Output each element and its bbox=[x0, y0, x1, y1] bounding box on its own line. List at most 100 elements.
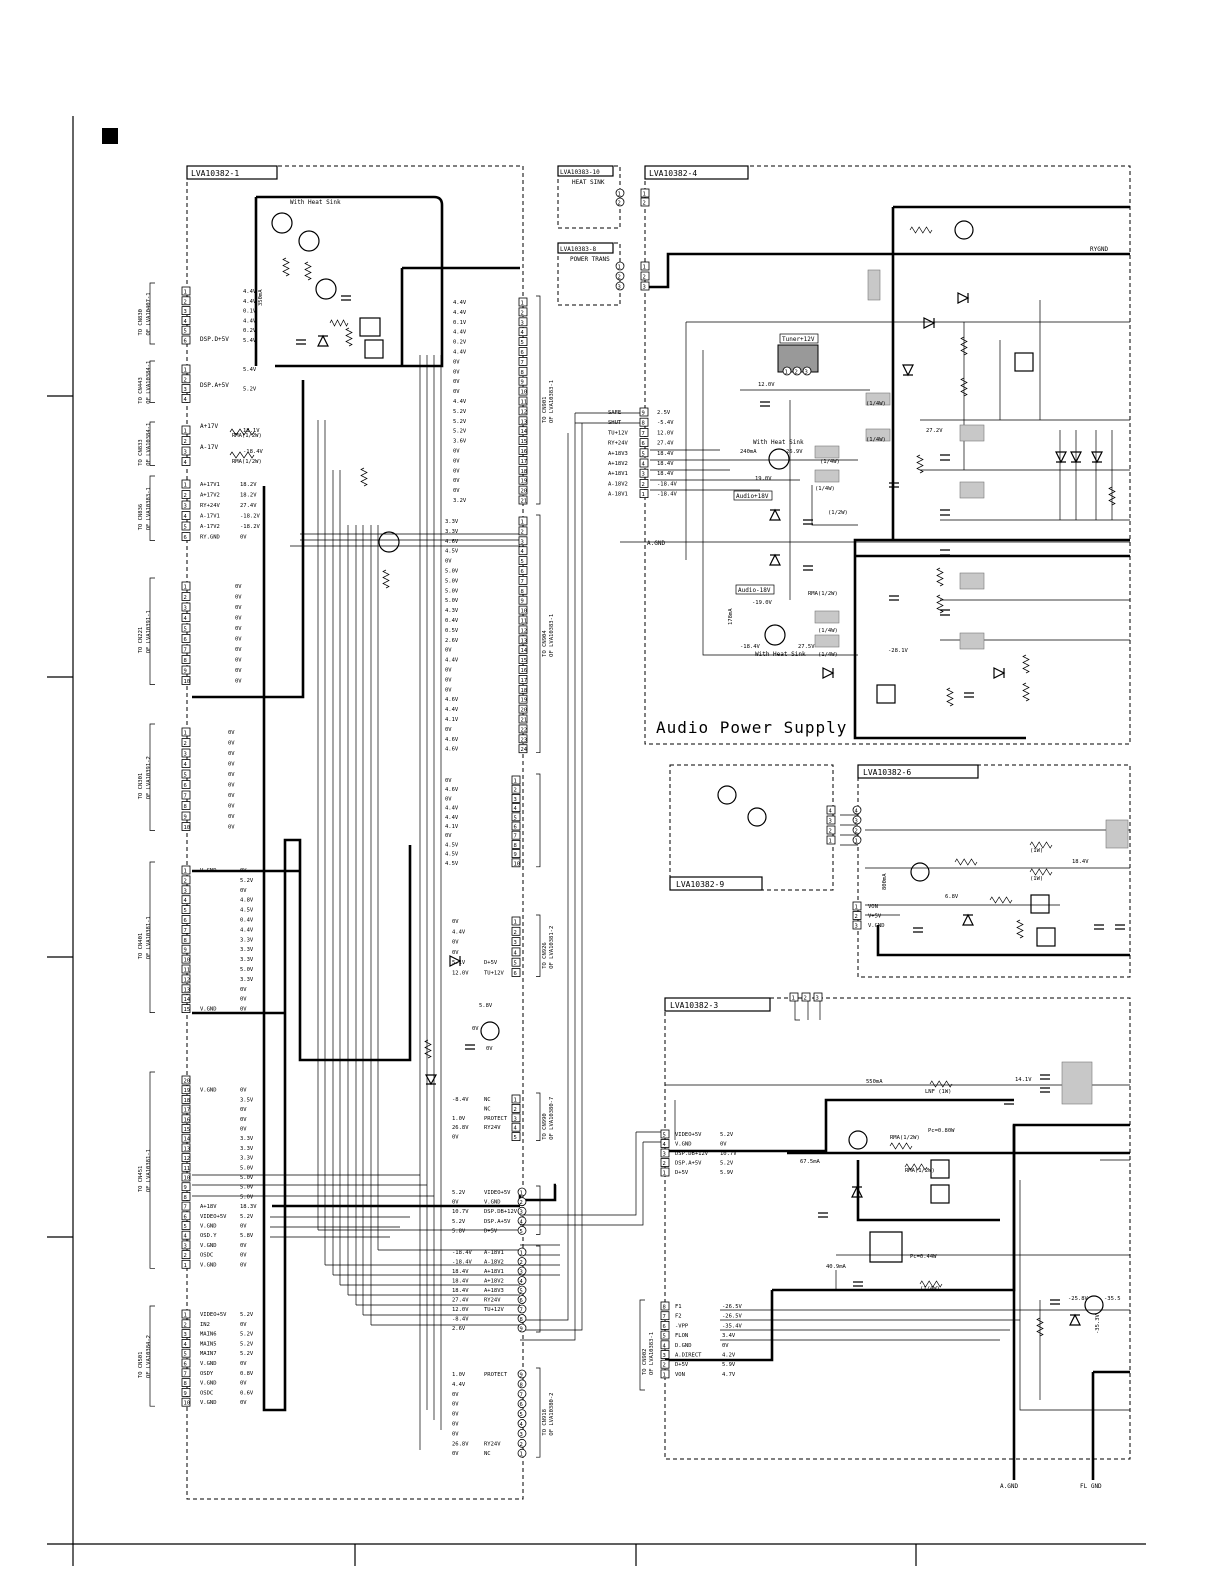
cn3-pin-2 bbox=[181, 374, 191, 384]
resistor-11 bbox=[1029, 868, 1053, 876]
cnH-pin-7 bbox=[517, 1389, 527, 1399]
b4a-pin-1 bbox=[640, 188, 650, 198]
tuner-pin-1-num: 1 bbox=[785, 370, 788, 376]
cnA-val-17: 0V bbox=[453, 458, 460, 464]
cnA-pin-16 bbox=[518, 446, 528, 455]
cnF-pin-4 bbox=[517, 1216, 527, 1226]
cnB-pin-12 bbox=[518, 625, 528, 635]
cn5-val-1: 18.2V bbox=[240, 482, 257, 488]
cn8-pin-13 bbox=[181, 984, 191, 994]
resistor-2 bbox=[329, 319, 349, 327]
cn5-val-5: -18.2V bbox=[240, 524, 261, 530]
cn8-pin-2 bbox=[181, 875, 191, 885]
cn9-val-10: 5.0V bbox=[240, 1175, 254, 1181]
cn8-pin-4-num: 4 bbox=[184, 898, 188, 904]
cn4-of-label: OF LVA10407-1 bbox=[146, 292, 152, 335]
cnB-pin-21-num: 21 bbox=[521, 718, 528, 724]
cn9-val-18: 3.5V bbox=[240, 1097, 254, 1103]
cn5-pin-4-num: 4 bbox=[184, 514, 188, 520]
cnF-pin-3-num: 3 bbox=[520, 1210, 523, 1216]
aps-sig-2: A-18V2 bbox=[608, 481, 628, 487]
b6-sig-2: V+5V bbox=[868, 914, 882, 920]
cn7-pin-2-num: 2 bbox=[184, 741, 187, 747]
cn8-val-1: 0V bbox=[240, 868, 247, 874]
cn7-pin-9-num: 9 bbox=[184, 815, 187, 821]
audio-m18-label: Audio-18V bbox=[738, 587, 771, 594]
b3-pin-2 bbox=[660, 1158, 670, 1167]
aps-sig-1: A-18V1 bbox=[608, 492, 628, 498]
cnC-pin-3-num: 3 bbox=[514, 797, 517, 803]
b3-sig-2: DSP.A+5V bbox=[675, 1161, 702, 1167]
cn10-pin-7-num: 7 bbox=[184, 1371, 187, 1377]
cn8-to-label: TO CN401 bbox=[138, 933, 144, 960]
cn3-pin-3 bbox=[181, 384, 191, 394]
cnH-val-5: 0V bbox=[452, 1412, 459, 1418]
cn10-val-7: 0.8V bbox=[240, 1371, 254, 1377]
cnF-val-1: 5.2V bbox=[452, 1190, 466, 1196]
b3b-pin-2-num: 2 bbox=[663, 1363, 666, 1369]
cn8-pin-9 bbox=[181, 944, 191, 954]
b6a-pin-4 bbox=[852, 805, 862, 815]
cn6-val-8: 0V bbox=[235, 658, 242, 664]
cn10-sig-9: OSDC bbox=[200, 1390, 213, 1396]
cnG-pin-3-num: 3 bbox=[520, 1270, 523, 1276]
cn8-pin-7-num: 7 bbox=[184, 928, 187, 934]
b3-pin-3-num: 3 bbox=[663, 1152, 666, 1158]
cnG-pin-3 bbox=[517, 1266, 527, 1276]
cn7-pin-10-num: 10 bbox=[184, 825, 191, 831]
aps-sig-5: A+18V3 bbox=[608, 451, 628, 457]
cnH-pin-2 bbox=[517, 1438, 527, 1448]
cnC-pin-7-num: 7 bbox=[514, 834, 517, 840]
cn8-pin-4 bbox=[181, 895, 191, 905]
cn9-val-15: 0V bbox=[240, 1127, 247, 1133]
cn9-val-1: 0V bbox=[240, 1262, 247, 1268]
b3b-sig-5: FLON bbox=[675, 1333, 688, 1339]
aminus17-label: A-17V bbox=[200, 444, 218, 451]
cn6-pin-2 bbox=[181, 592, 191, 601]
cn9-pin-5-num: 5 bbox=[184, 1224, 187, 1230]
b3top-pin-1-num: 1 bbox=[792, 996, 795, 1002]
b6a-pin-1-num: 1 bbox=[855, 839, 858, 845]
with-heat-sink-label-2: With Heat Sink bbox=[753, 439, 804, 446]
cn9-pin-15 bbox=[181, 1124, 191, 1133]
b9-pin-3-num: 3 bbox=[829, 819, 832, 825]
b3top-pin-2-num: 2 bbox=[804, 996, 807, 1002]
aps-pin-7-num: 7 bbox=[642, 431, 645, 437]
b6a-pin-2-num: 2 bbox=[855, 829, 858, 835]
cnB-pin-15 bbox=[518, 655, 528, 664]
cnB-pin-8 bbox=[518, 585, 528, 595]
rma-label-4: RMA(1/2W) bbox=[890, 1135, 920, 1141]
cn6-val-1: 0V bbox=[235, 584, 242, 590]
cn10-pin-2 bbox=[181, 1319, 191, 1329]
b3b-pin-7 bbox=[660, 1311, 670, 1321]
cn6-val-9: 0V bbox=[235, 668, 242, 674]
aps-pin-8-num: 8 bbox=[642, 421, 645, 427]
cnF-sig-5: D+5V bbox=[484, 1228, 498, 1234]
cn10-pin-10 bbox=[181, 1397, 191, 1407]
cnG-val-5: 18.4V bbox=[452, 1288, 469, 1294]
cn5-sig-5: A-17V2 bbox=[200, 524, 220, 530]
b6a-pin-1 bbox=[852, 835, 862, 845]
cn5-sig-3: RY+24V bbox=[200, 503, 221, 509]
cn8-pin-3-num: 3 bbox=[184, 888, 187, 894]
pc044-label: Pc=0.44W bbox=[910, 1254, 937, 1260]
cnD-val-2: 4.4V bbox=[452, 929, 466, 935]
cn10-val-1: 5.2V bbox=[240, 1312, 254, 1318]
cnF-pin-1 bbox=[517, 1187, 527, 1197]
cn9-pin-14-num: 14 bbox=[184, 1137, 191, 1143]
quarter-w-3: (1/4W) bbox=[820, 459, 840, 465]
cnE-pin-3 bbox=[511, 1113, 521, 1123]
cn6-pin-5 bbox=[181, 623, 191, 633]
cn8-of-label: OF LVA10381-1 bbox=[146, 916, 152, 959]
cn9-sig-3: V.GND bbox=[200, 1243, 217, 1249]
cn9-pin-7 bbox=[181, 1201, 191, 1211]
cnH-pin-3-num: 3 bbox=[520, 1432, 523, 1438]
resistor-3 bbox=[909, 226, 933, 234]
board-label-3: LVA10382-3 bbox=[670, 1001, 718, 1010]
b3b-val-1: 4.7V bbox=[722, 1372, 736, 1378]
cn10-val-10: 0V bbox=[240, 1400, 247, 1406]
cn10-val-8: 0V bbox=[240, 1381, 247, 1387]
cnH-pin-5 bbox=[517, 1409, 527, 1418]
cnA-pin-7 bbox=[518, 356, 528, 366]
aps-sig-7: TU+12V bbox=[608, 430, 629, 436]
